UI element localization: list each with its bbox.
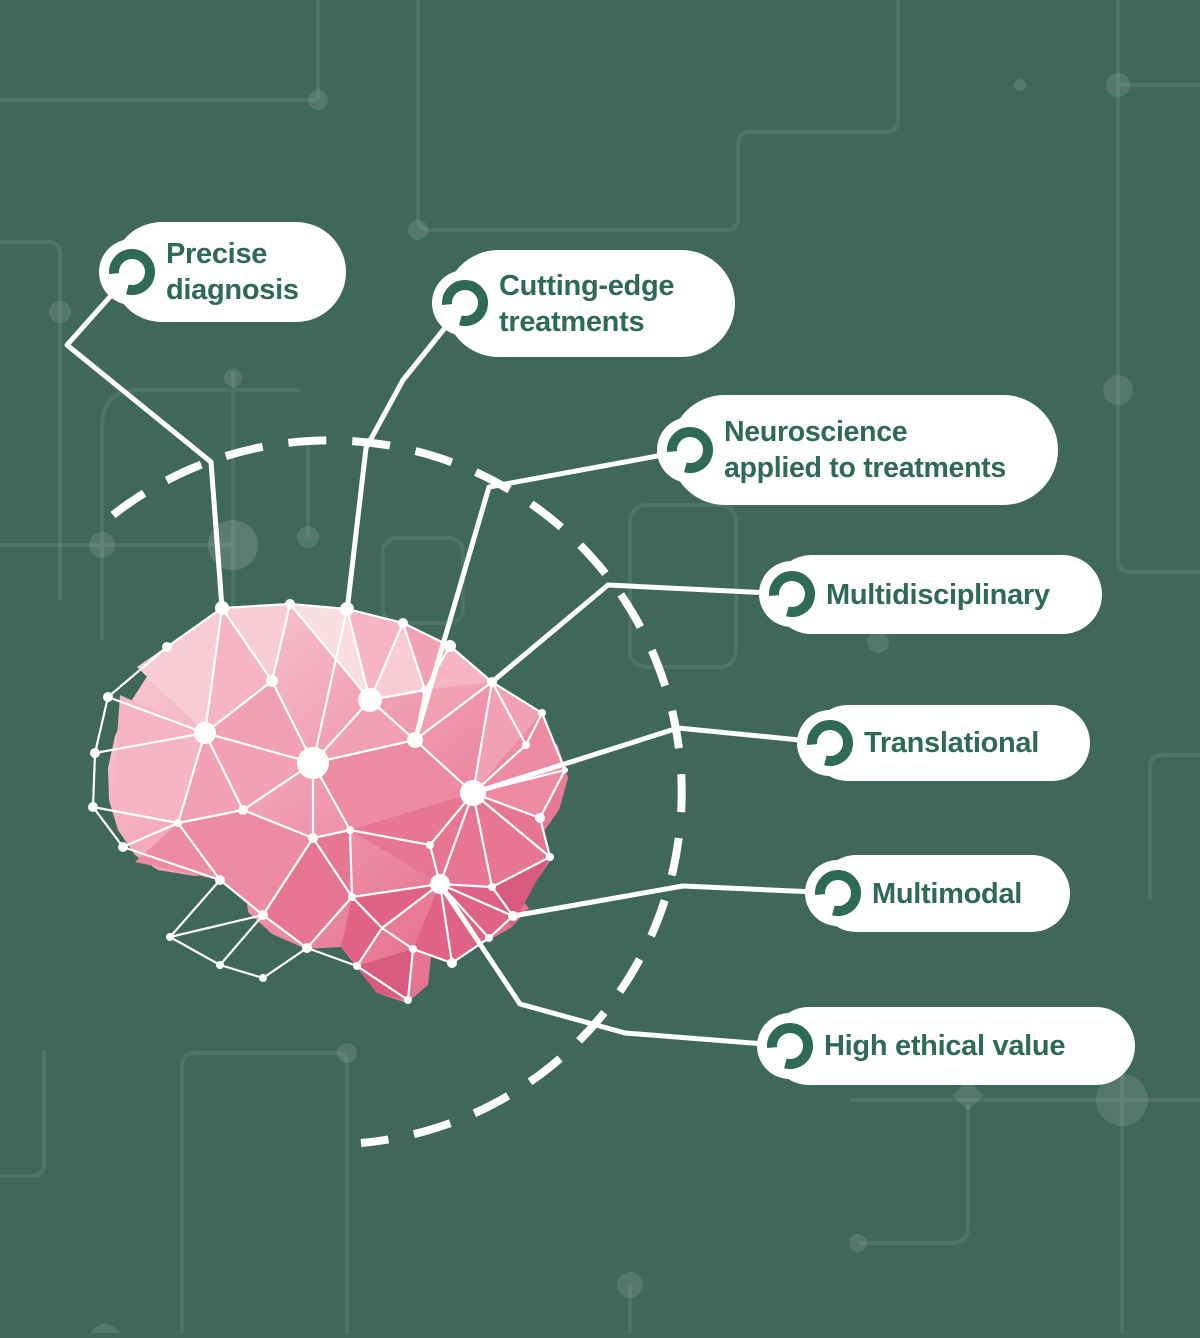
connector-translational — [470, 725, 833, 796]
brain-mesh-nodes — [88, 599, 568, 1004]
label-line: Cutting-edge — [499, 269, 675, 302]
label-line: applied to treatments — [724, 452, 1006, 484]
label-neuroscience-applied: Neuroscience applied to treatments — [724, 395, 1006, 505]
connector-multimodal — [510, 883, 841, 919]
ring-precise-diagnosis — [99, 239, 165, 305]
label-line: Neuroscience — [724, 416, 908, 448]
connector-neuroscience — [412, 447, 693, 743]
label-precise-diagnosis: Precise diagnosis — [166, 222, 299, 322]
label-cutting-edge-treatments: Cutting-edge treatments — [499, 250, 675, 357]
label-line: diagnosis — [166, 274, 299, 306]
brain-facets — [112, 604, 565, 1000]
ring-high-ethical — [757, 1013, 823, 1079]
pill-high-ethical — [770, 1007, 1135, 1085]
pill-cutting-edge — [445, 250, 735, 357]
label-multidisciplinary: Multidisciplinary — [826, 555, 1050, 634]
label-line: Multimodal — [872, 877, 1023, 910]
pill-precise-diagnosis — [112, 222, 346, 322]
pill-neuroscience — [670, 395, 1058, 505]
connector-cutting-edge — [344, 300, 468, 614]
pill-translational — [810, 705, 1090, 781]
connector-multidisciplinary — [489, 582, 795, 685]
label-line: Translational — [864, 727, 1039, 759]
ring-cutting-edge — [432, 270, 498, 336]
connector-precise-diagnosis — [64, 269, 225, 611]
dashed-circle — [110, 436, 686, 1147]
ring-translational — [797, 710, 863, 776]
ring-multidisciplinary — [759, 561, 825, 627]
pill-multimodal — [818, 855, 1070, 932]
label-high-ethical-value: High ethical value — [824, 1007, 1065, 1085]
label-line: Multidisciplinary — [826, 578, 1050, 611]
label-pills — [112, 222, 1135, 1085]
label-line: High ethical value — [824, 1030, 1066, 1062]
label-line: treatments — [499, 305, 645, 338]
ring-multimodal — [805, 860, 871, 926]
ring-neuroscience — [657, 417, 723, 483]
label-line: Precise — [166, 238, 268, 270]
label-translational: Translational — [864, 705, 1039, 781]
pill-multidisciplinary — [772, 555, 1102, 634]
label-multimodal: Multimodal — [872, 855, 1022, 932]
